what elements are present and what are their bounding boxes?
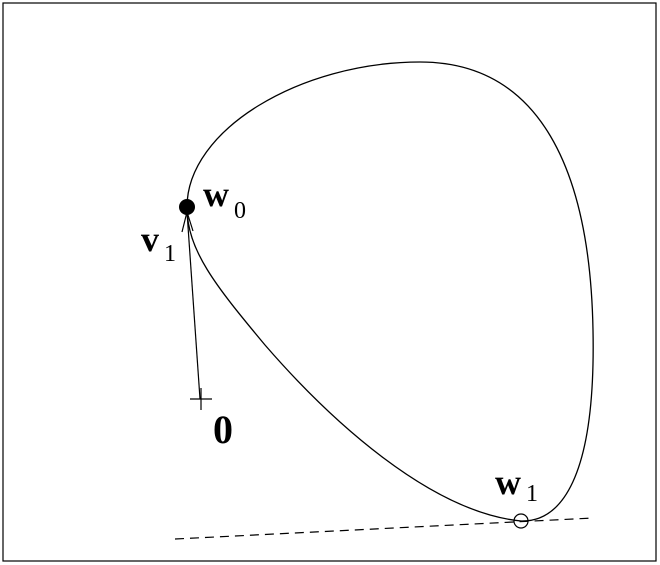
label-w0: w: [203, 174, 229, 214]
vector-v1-line: [186, 211, 201, 400]
point-w0: [179, 199, 195, 215]
label-v1: v: [141, 219, 159, 259]
origin-marker: [190, 388, 212, 410]
label-w1: w: [495, 462, 521, 502]
label-w0-subscript: 0: [234, 198, 246, 224]
label-origin: 0: [213, 407, 233, 452]
label-v1-subscript: 1: [164, 241, 176, 267]
label-w1-subscript: 1: [526, 481, 538, 507]
closed-curve: [186, 61, 594, 522]
tangent-line: [174, 517, 594, 540]
